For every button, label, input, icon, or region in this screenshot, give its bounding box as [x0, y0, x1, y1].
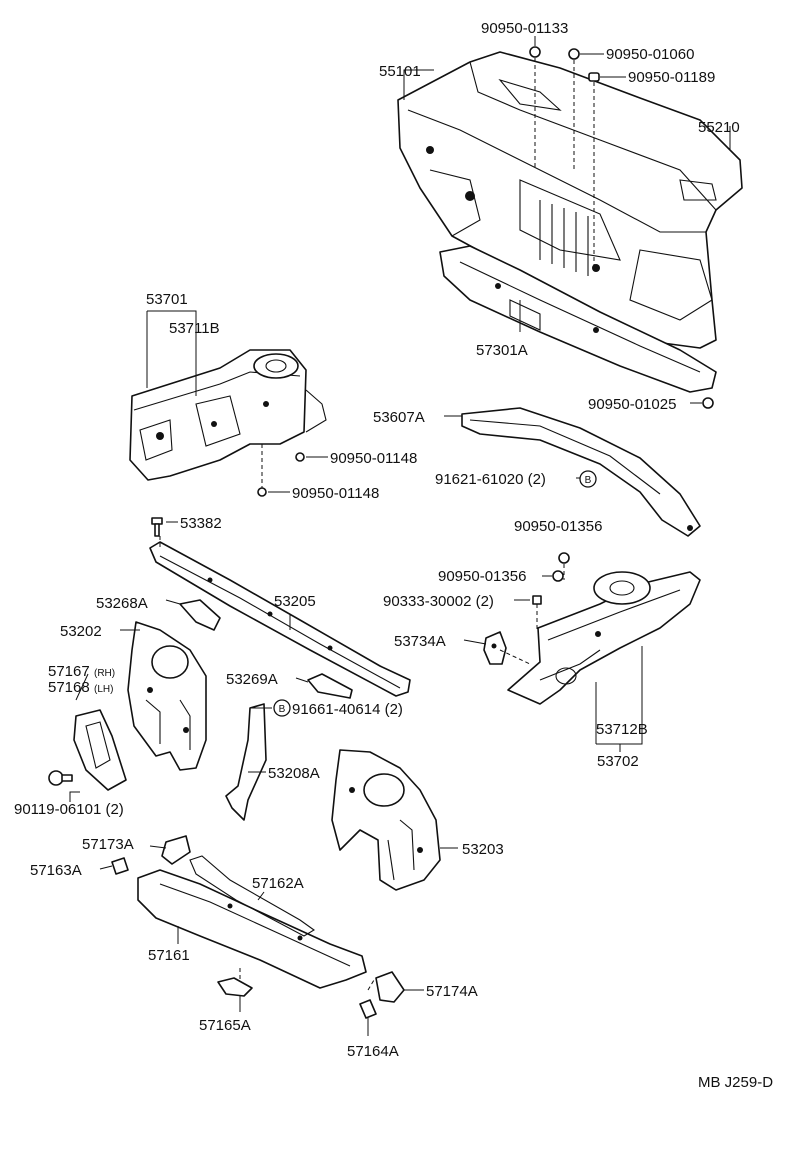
front-apron-lh-53701 — [129, 349, 327, 481]
label-53205: 53205 — [274, 593, 316, 610]
label-90950-01356: 90950-01356 — [514, 518, 602, 535]
bracket-57173A — [161, 835, 191, 865]
dash-panel-55101 — [397, 51, 743, 349]
brace-53208A — [225, 703, 267, 821]
fasteners — [257, 46, 714, 605]
label-91661-40614: 91661-40614 (2) — [292, 701, 403, 718]
circled-b-marker: B — [273, 699, 291, 717]
label-53701: 53701 — [146, 291, 188, 308]
label-55101: 55101 — [379, 63, 421, 80]
label-57165A: 57165A — [199, 1017, 251, 1034]
diagram-code: MB J259-D — [698, 1074, 773, 1091]
label-57173A: 57173A — [82, 836, 134, 853]
label-90950-01133: 90950-01133 — [481, 20, 568, 37]
label-90119-06101: 90119-06101 (2) — [14, 801, 124, 818]
alignment-lines — [159, 58, 595, 991]
side-panel-lh-53202 — [127, 621, 207, 771]
label-53711B: 53711B — [169, 320, 220, 337]
label-53607A: 53607A — [373, 409, 425, 426]
label-57301A: 57301A — [476, 342, 528, 359]
label-53268A: 53268A — [96, 595, 148, 612]
label-53702: 53702 — [597, 753, 639, 770]
label-90333-30002: 90333-30002 (2) — [383, 593, 494, 610]
label-90950-01148: 90950-01148 — [292, 485, 379, 502]
lower-crossmember-57162A — [137, 855, 367, 989]
front-apron-rh-53702 — [507, 571, 701, 705]
svg-text:B: B — [585, 475, 592, 486]
label-53208A: 53208A — [268, 765, 320, 782]
label-53203: 53203 — [462, 841, 504, 858]
brace-53607A — [461, 407, 701, 537]
label-90950-01060: 90950-01060 — [606, 46, 694, 63]
bracket-57174A — [375, 971, 405, 1003]
label-57162A: 57162A — [252, 875, 304, 892]
svg-text:B: B — [279, 704, 286, 715]
part-labels: 90950-01133 90950-01060 90950-01189 5510… — [14, 20, 773, 1091]
side-panel-rh-53203 — [331, 749, 441, 891]
label-55210: 55210 — [698, 119, 740, 136]
label-57168-side: (LH) — [94, 684, 113, 695]
bracket-53269A — [307, 673, 353, 699]
label-90950-01025: 90950-01025 — [588, 396, 676, 413]
label-90950-01189: 90950-01189 — [628, 69, 715, 86]
bracket-57167-57168 — [73, 709, 127, 791]
label-90950-01356: 90950-01356 — [438, 568, 526, 585]
radiator-support-upper-53205 — [149, 541, 411, 697]
circled-b-marker: B — [579, 470, 597, 488]
leader-lines — [69, 36, 731, 1036]
label-53734A: 53734A — [394, 633, 446, 650]
label-57163A: 57163A — [30, 862, 82, 879]
label-57164A: 57164A — [347, 1043, 399, 1060]
clip-57163A — [111, 857, 129, 875]
label-91621-61020: 91621-61020 (2) — [435, 471, 546, 488]
label-53202: 53202 — [60, 623, 102, 640]
label-53269A: 53269A — [226, 671, 278, 688]
label-53712B: 53712B — [596, 721, 648, 738]
label-57167: 57167 — [48, 663, 90, 680]
bracket-53268A — [179, 599, 221, 631]
label-57161: 57161 — [148, 947, 190, 964]
cowl-panel-57301A — [439, 245, 717, 393]
bolt-53382 — [151, 517, 163, 537]
label-57174A: 57174A — [426, 983, 478, 1000]
clip-57164A — [359, 999, 377, 1019]
bracket-53734A — [483, 631, 507, 665]
bolt-90119-06101 — [48, 770, 73, 786]
label-57168: 57168 — [48, 679, 90, 696]
label-53382: 53382 — [180, 515, 222, 532]
bracket-57165A — [217, 977, 253, 997]
label-57167-side: (RH) — [94, 668, 115, 679]
label-90950-01148: 90950-01148 — [330, 450, 417, 467]
